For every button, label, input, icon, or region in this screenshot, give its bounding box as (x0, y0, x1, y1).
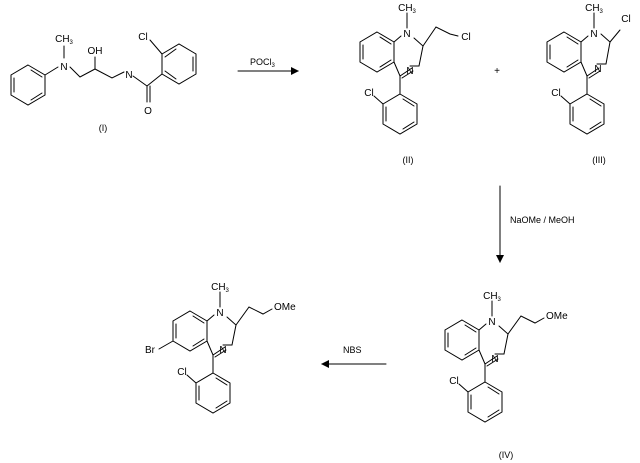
ring-cl-label: Cl (621, 14, 630, 25)
amide-n: N (125, 70, 132, 81)
compound-IV: N CH3 OMe N Cl (IV) (444, 291, 568, 460)
chloro-label: Cl (138, 32, 147, 43)
compound-label: (II) (403, 155, 414, 165)
chlorophenyl-ring (467, 381, 503, 423)
methyl-label: CH3 (585, 3, 603, 15)
compound-label: (III) (592, 155, 606, 165)
reagent-label: NBS (343, 345, 362, 355)
methyl-label: CH3 (211, 282, 229, 294)
ch2cl-label: Cl (461, 32, 470, 43)
n1-label: N (216, 308, 223, 319)
aryl-cl-label: Cl (551, 88, 560, 99)
carbonyl-o: O (144, 106, 152, 117)
benzo-ring (172, 310, 208, 352)
benzo-ring (444, 319, 480, 361)
aryl-cl-label: Cl (449, 376, 458, 387)
plus-sign: + (494, 66, 500, 77)
compound-I: N CH3 OH N O Cl (I) (10, 32, 197, 133)
chlorophenyl-ring (161, 43, 197, 85)
compound-label: (IV) (499, 450, 514, 460)
methyl-label: CH3 (55, 34, 73, 46)
compound-III: N CH3 Cl N Cl (III) (546, 3, 631, 165)
bromo-label: Br (145, 345, 156, 356)
reaction-arrow-2: NaOMe / MeOH (496, 185, 575, 263)
reaction-arrow-3: NBS (321, 345, 387, 368)
reagent-label: NaOMe / MeOH (510, 215, 575, 225)
compound-V: N CH3 OMe N Cl Br (145, 282, 296, 414)
n1-label: N (590, 29, 597, 40)
methyl-label: CH3 (483, 291, 501, 303)
aryl-cl-label: Cl (364, 88, 373, 99)
n4-label: N (594, 64, 601, 75)
n1-label: N (403, 29, 410, 40)
chlorophenyl-ring (382, 93, 418, 135)
amine-n: N (60, 62, 67, 73)
n1-label: N (488, 317, 495, 328)
reagent-label: POCl3 (250, 57, 276, 69)
ome-label: OMe (274, 302, 296, 313)
benzo-ring (546, 31, 582, 73)
compound-II: N CH3 Cl N Cl (II) (359, 3, 471, 165)
n4-label: N (219, 345, 226, 356)
benzo-ring (359, 31, 395, 73)
reaction-arrow-1: POCl3 (237, 57, 299, 75)
compound-label: (I) (99, 123, 108, 133)
ome-label: OMe (546, 311, 568, 322)
n4-label: N (406, 66, 413, 77)
chlorophenyl-ring (195, 372, 231, 414)
n4-label: N (491, 354, 498, 365)
aryl-cl-label: Cl (177, 367, 186, 378)
hydroxy-label: OH (88, 46, 103, 57)
chlorophenyl-ring (569, 93, 605, 135)
phenyl-ring (10, 64, 46, 106)
methyl-label: CH3 (398, 3, 416, 15)
